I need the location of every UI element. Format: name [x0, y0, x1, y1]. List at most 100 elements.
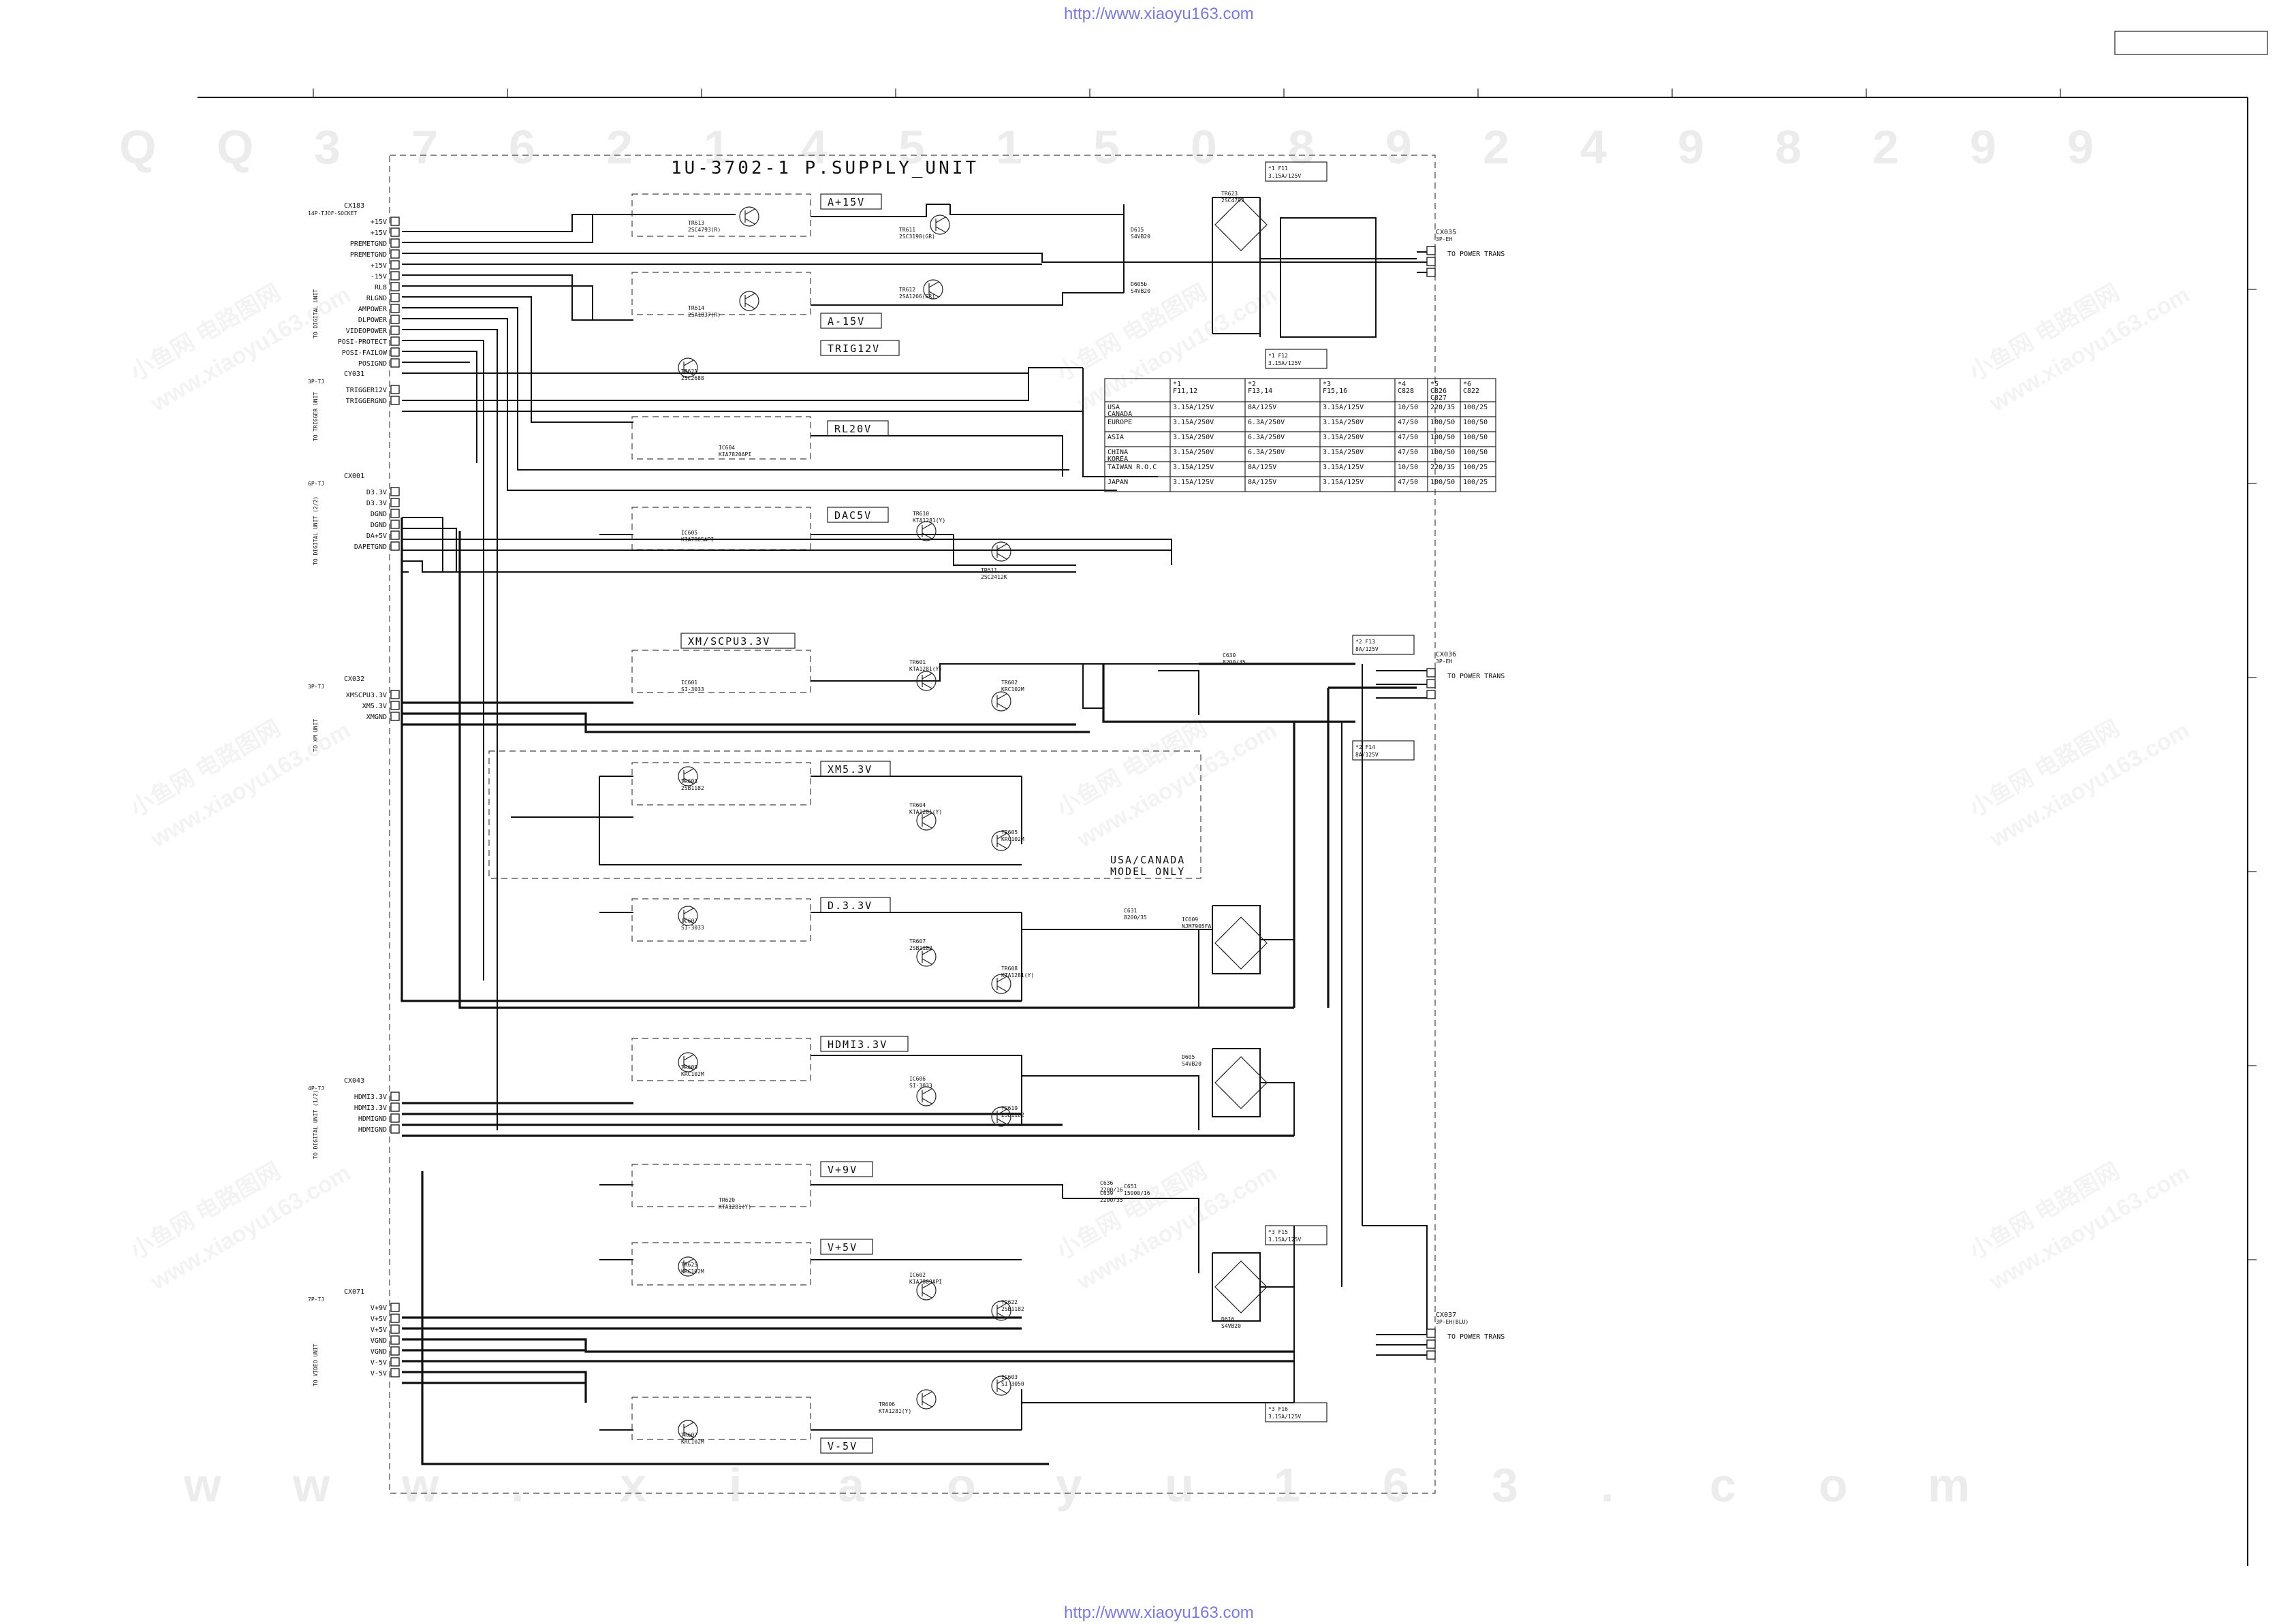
fuse-table-cell: EUROPE [1107, 419, 1132, 426]
watermark-char: 9 [2067, 121, 2094, 174]
fuse-table-header: F15,16 [1323, 387, 1347, 395]
rail-label: TRIG12V [828, 343, 880, 355]
watermark-char: 2 [1483, 121, 1509, 174]
transistor-symbol [678, 1256, 698, 1277]
transistor-symbol [916, 1280, 937, 1301]
connector-pin-label: DAPETGND [354, 543, 387, 551]
transistor-pins [683, 1258, 694, 1275]
part-ref: D605 [1182, 1054, 1195, 1060]
fuse-table-cell: 100/50 [1430, 449, 1455, 456]
fuse-table-header: *5 [1430, 381, 1439, 388]
transistor-pins [683, 768, 694, 784]
connector-pin-label: +15V [371, 262, 387, 270]
connector-desc: 3P-TJ [308, 684, 324, 690]
fuse-table-cell: 8A/125V [1248, 464, 1276, 471]
transistor-symbol [991, 1375, 1011, 1396]
watermark-char: 7 [411, 121, 438, 174]
rail-label-box [820, 1036, 909, 1052]
rail-label: HDMI3.3V [828, 1038, 887, 1051]
regulator-boxes [631, 193, 811, 1440]
watermark-char: 1 [704, 121, 730, 174]
transistor-symbol [916, 946, 937, 967]
rail-label: V+9V [828, 1164, 858, 1176]
rail-label-box [680, 633, 796, 649]
fuse-table-cell: ASIA [1107, 434, 1124, 441]
rail-label: D.3.3V [828, 899, 873, 912]
bridge-diode-marks [1220, 1275, 1262, 1299]
fuse-table-cell: 47/50 [1398, 434, 1418, 441]
part-ref: C639 [1100, 1190, 1113, 1196]
connector-desc: 3P-TJ [308, 379, 324, 385]
part-ref: TR606 [879, 1401, 895, 1407]
transistor-symbol [739, 206, 759, 227]
fuse-ref: *2 F14 [1355, 744, 1375, 750]
connector-pin-label: AMPOWER [358, 306, 388, 313]
transistor-pins [996, 1303, 1007, 1319]
watermark-char: 6 [1383, 1459, 1409, 1512]
connector-pin-label: +15V [371, 219, 387, 226]
connector-ref: CX037 [1436, 1311, 1456, 1319]
transistor-pins [683, 1054, 694, 1070]
part-value: SI-3050 [1001, 1381, 1024, 1387]
fuse-table-cell: 10/50 [1398, 404, 1418, 411]
fuse-table-header: *3 [1323, 381, 1331, 388]
watermark-char: c [1710, 1459, 1736, 1512]
transistor-symbol [678, 906, 698, 926]
connector-pin [390, 293, 400, 302]
watermark-char: o [947, 1459, 976, 1512]
part-ref: TR621 [681, 368, 697, 375]
connector-pin [1426, 257, 1436, 266]
connector-pin [390, 498, 400, 507]
transistor-symbol [916, 521, 937, 541]
connector-pin [390, 487, 400, 496]
connector-pin [390, 336, 400, 346]
part-value: KIA7809API [909, 1279, 942, 1285]
connector-ref: CX035 [1436, 229, 1456, 236]
part-value: 2SB1182 [681, 785, 704, 791]
transistor-pins [683, 360, 694, 376]
top-url[interactable]: http://www.xiaoyu163.com [1064, 5, 1254, 23]
connector-pin [390, 260, 400, 270]
connector-pin [390, 217, 400, 226]
transistor-pins [996, 1109, 1007, 1125]
fuse-table-cell: 100/50 [1430, 479, 1455, 486]
part-ref: IC606 [909, 1076, 926, 1082]
bridge-diode-marks [1220, 932, 1262, 955]
fuse-table-cell: 3.15A/250V [1323, 449, 1364, 456]
part-ref: D615 [1131, 227, 1144, 233]
connector-pin [390, 509, 400, 518]
part-ref: D605b [1131, 281, 1147, 287]
fuse-table-cell: 100/50 [1463, 419, 1488, 426]
fuse-box [1265, 161, 1327, 182]
transistor-pins [996, 543, 1007, 560]
fuse-table-header: *6 [1463, 381, 1471, 388]
part-ref: TR602 [1001, 680, 1018, 686]
transistor-pins [922, 1391, 932, 1407]
connector-pin-label: HDMIGND [358, 1115, 387, 1123]
connector-pin [390, 315, 400, 324]
fuse-table-cell: 3.15A/125V [1323, 404, 1364, 411]
fuse-table-header: F11,12 [1173, 387, 1197, 395]
transistor-symbol [991, 974, 1011, 994]
watermark-char: Q [217, 121, 253, 174]
transistor-symbol [991, 1106, 1011, 1127]
bottom-url[interactable]: http://www.xiaoyu163.com [1064, 1604, 1254, 1622]
connector-pin-label: HDMI3.3V [354, 1104, 387, 1112]
connector-pin [390, 227, 400, 237]
transistor-pins [744, 293, 755, 309]
connector-pin [390, 1346, 400, 1356]
part-value: KRC102M [681, 1269, 704, 1275]
connector-pin [1426, 690, 1436, 699]
connector-desc: 14P-TJOF-SOCKET [308, 210, 357, 217]
watermark-char: 9 [1385, 121, 1412, 174]
part-ref: C636 [1100, 1180, 1113, 1186]
fuse-table-cell: 220/35 [1430, 464, 1455, 471]
connector-pin [390, 1324, 400, 1334]
connector-pin-label: D3.3V [366, 500, 387, 507]
fuse-table-cell: 3.15A/125V [1323, 464, 1364, 471]
fuse-table-cell: 10/50 [1398, 464, 1418, 471]
